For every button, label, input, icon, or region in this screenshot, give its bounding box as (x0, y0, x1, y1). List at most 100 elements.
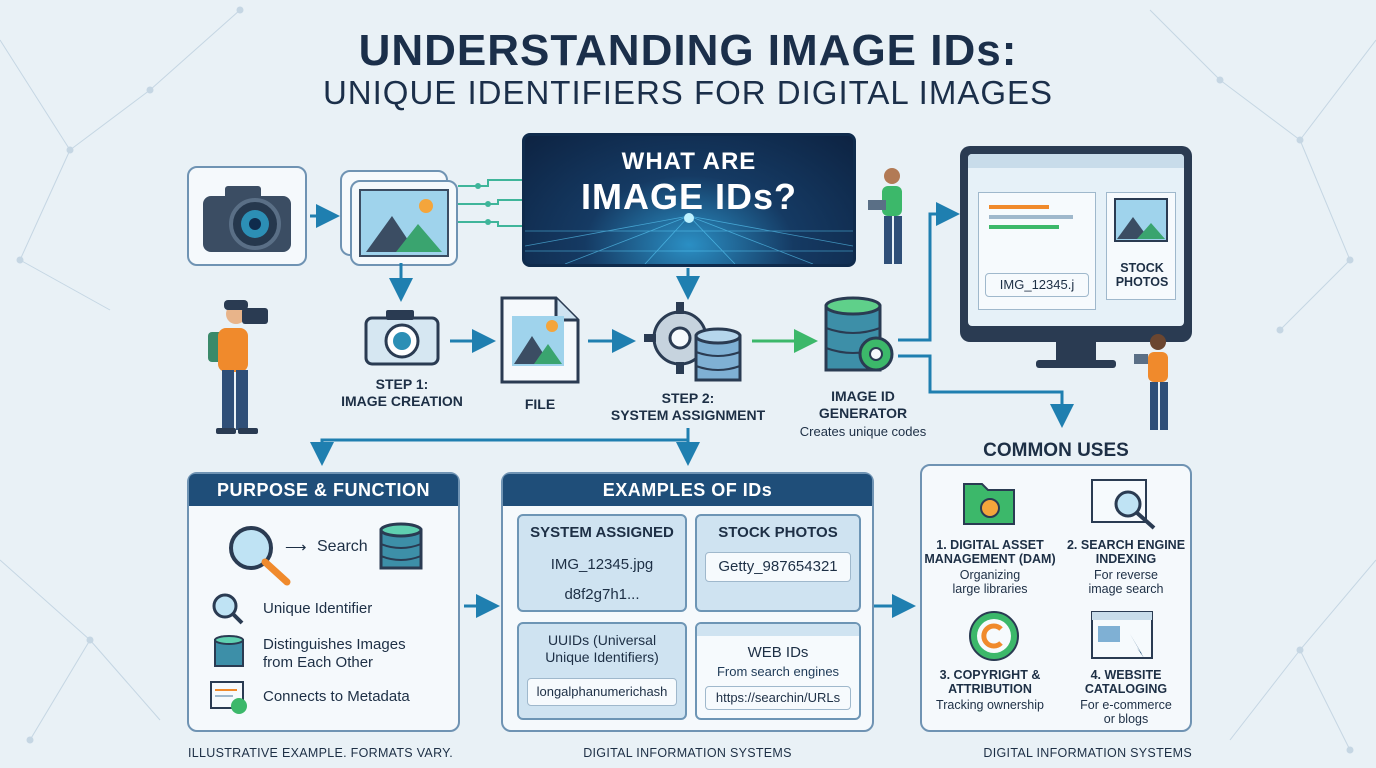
use-1-sub: Organizing large libraries (922, 568, 1058, 596)
copyright-icon (969, 611, 1019, 661)
image-icon (359, 189, 449, 257)
use-3-sub: Tracking ownership (922, 698, 1058, 712)
person-with-tablet (1134, 334, 1168, 430)
step1-line1: STEP 1: (375, 376, 429, 392)
uuid-card: UUIDs (Universal Unique Identifiers) lon… (517, 622, 687, 720)
common-uses-heading: COMMON USES (983, 440, 1129, 461)
monitor: IMG_12345.j STOCK PHOTOS (960, 146, 1192, 364)
gear-database-icon (644, 302, 742, 382)
use-1-sub-1: Organizing (959, 568, 1021, 582)
hero-line1: WHAT ARE (621, 148, 757, 175)
use-4-sub-1: For e-commerce (1080, 698, 1172, 712)
stock-photos-title: STOCK PHOTOS (718, 524, 838, 541)
metadata-icon (210, 681, 247, 714)
web-ids-value: https://searchin/URLs (705, 686, 851, 710)
uuid-title: UUIDs (Universal Unique Identifiers) (519, 632, 685, 666)
camera-icon (364, 310, 440, 366)
hero-banner: WHAT ARE IMAGE IDs? (522, 133, 856, 267)
system-value-2: d8f2g7h1... (564, 586, 640, 603)
uuid-value: longalphanumerichash (527, 678, 677, 706)
step1-label: STEP 1: IMAGE CREATION (322, 376, 482, 410)
stock-line2: PHOTOS (1115, 275, 1169, 289)
purpose-item-unique: Unique Identifier (263, 600, 373, 617)
camera-card (187, 166, 307, 266)
purpose-item-distinguish-2: from Each Other (263, 654, 374, 671)
system-assigned-title: SYSTEM ASSIGNED (530, 524, 674, 541)
network-graphic (525, 213, 853, 264)
database-gear-icon (824, 296, 894, 372)
page-title: UNDERSTANDING IMAGE IDs: (358, 26, 1018, 75)
use-3-title-1: 3. COPYRIGHT & (939, 668, 1041, 682)
search-window-icon (1091, 479, 1156, 530)
generator-label: IMAGE ID GENERATOR (790, 388, 936, 422)
stock-line1: STOCK (1120, 261, 1164, 275)
use-4-sub-2: or blogs (1103, 712, 1149, 726)
use-2-title: 2. SEARCH ENGINE INDEXING (1058, 538, 1194, 566)
step2-label: STEP 2: SYSTEM ASSIGNMENT (598, 390, 778, 424)
panel-arrows (464, 594, 916, 618)
monitor-base (1036, 360, 1116, 368)
file-icon (500, 296, 580, 384)
use-3-title-2: ATTRIBUTION (948, 682, 1032, 696)
footer-right: DIGITAL INFORMATION SYSTEMS (983, 746, 1192, 760)
use-1-sub-2: large libraries (952, 582, 1028, 596)
stock-photos-value: Getty_987654321 (705, 552, 851, 582)
purpose-item-metadata: Connects to Metadata (263, 688, 410, 705)
generator-caption: Creates unique codes (799, 424, 927, 439)
photographer-figure (208, 300, 268, 434)
use-2-sub-1: For reverse (1094, 568, 1158, 582)
search-label: Search (317, 538, 368, 555)
use-1-title-2: MANAGEMENT (DAM) (924, 552, 1056, 566)
search-arrow: ⟶ (285, 539, 307, 556)
hero-line2: IMAGE IDs? (580, 176, 797, 217)
web-ids-sub: From search engines (716, 664, 840, 679)
purpose-heading: PURPOSE & FUNCTION (189, 474, 458, 506)
uuid-title-1: UUIDs (Universal (547, 632, 657, 648)
person-with-laptop (868, 168, 902, 264)
footer-center: DIGITAL INFORMATION SYSTEMS (583, 746, 792, 760)
use-4-sub: For e-commerce or blogs (1058, 698, 1194, 726)
examples-heading: EXAMPLES OF IDs (503, 474, 872, 506)
photo-stack (340, 170, 458, 268)
use-4-title-1: 4. WEBSITE (1090, 668, 1162, 682)
browser-window: IMG_12345.j STOCK PHOTOS (968, 154, 1184, 326)
camera-icon (203, 186, 291, 252)
file-label: FILE (524, 396, 556, 412)
common-uses-panel: 1. DIGITAL ASSET MANAGEMENT (DAM) Organi… (920, 464, 1192, 732)
uuid-title-2: Unique Identifiers) (545, 649, 659, 665)
generator-line1: IMAGE ID (831, 388, 895, 404)
use-2-sub-2: image search (1088, 582, 1164, 596)
flow-arrows (310, 202, 1074, 466)
stock-photos-label: STOCK PHOTOS (1107, 261, 1177, 289)
browser-id-field: IMG_12345.j (985, 273, 1089, 297)
system-assigned-card: SYSTEM ASSIGNED IMG_12345.jpg d8f2g7h1..… (517, 514, 687, 612)
use-1-title: 1. DIGITAL ASSET MANAGEMENT (DAM) (922, 538, 1058, 566)
footer-left: ILLUSTRATIVE EXAMPLE. FORMATS VARY. (188, 746, 453, 760)
use-2-sub: For reverse image search (1058, 568, 1194, 596)
use-4-title-2: CATALOGING (1084, 682, 1168, 696)
use-2-title-1: 2. SEARCH ENGINE (1066, 538, 1186, 552)
use-3-title: 3. COPYRIGHT & ATTRIBUTION (922, 668, 1058, 696)
page-subtitle: UNIQUE IDENTIFIERS FOR DIGITAL IMAGES (322, 74, 1054, 111)
image-icon (1114, 198, 1168, 242)
step1-line2: IMAGE CREATION (341, 393, 463, 409)
step2-line1: STEP 2: (661, 390, 715, 406)
step2-line2: SYSTEM ASSIGNMENT (610, 407, 766, 423)
web-ids-title: WEB IDs (747, 644, 809, 661)
use-3-sub-1: Tracking ownership (936, 698, 1044, 712)
magnifier-icon (229, 526, 291, 586)
examples-panel: EXAMPLES OF IDs SYSTEM ASSIGNED IMG_1234… (501, 472, 874, 732)
small-magnifier-icon (212, 593, 244, 625)
browser-panel: IMG_12345.j (978, 192, 1096, 310)
purpose-panel: PURPOSE & FUNCTION ⟶ Search Unique Ident… (187, 472, 460, 732)
monitor-stand (1056, 342, 1096, 364)
small-database-icon (214, 635, 244, 667)
use-2-title-2: INDEXING (1095, 552, 1157, 566)
folder-gear-icon (963, 483, 1015, 525)
purpose-item-distinguish-1: Distinguishes Images (263, 636, 406, 653)
generator-line2: GENERATOR (818, 405, 908, 421)
hero-connectors (458, 179, 522, 227)
stock-panel: STOCK PHOTOS (1106, 192, 1176, 300)
system-value-1: IMG_12345.jpg (550, 556, 654, 573)
stock-photos-card: STOCK PHOTOS Getty_987654321 (695, 514, 861, 612)
